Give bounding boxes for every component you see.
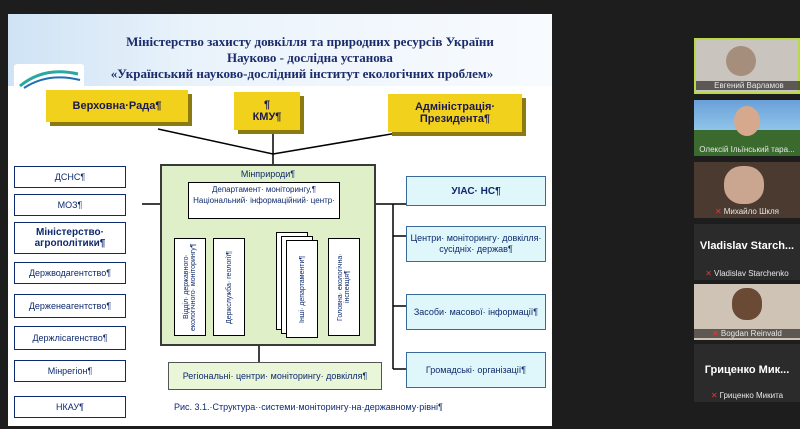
participant-name: Гриценко Микита xyxy=(719,391,784,400)
box-dsns: ДСНС¶ xyxy=(14,166,126,188)
participant-tile-2[interactable]: Олексій Ільїнський тара... xyxy=(694,100,800,156)
mic-muted-icon: ✕ xyxy=(710,391,718,400)
mic-muted-icon: ✕ xyxy=(712,329,719,338)
participant-tile-3[interactable]: ✕Михайло Шкля xyxy=(694,162,800,218)
box-moz: МОЗ¶ xyxy=(14,194,126,216)
participant-name: Bogdan Reinvald xyxy=(720,329,782,338)
minpryrody-title: Мінприроди¶ xyxy=(240,169,296,179)
box-public-organizations: Громадські· організації¶ xyxy=(406,352,546,388)
participant-tile-5[interactable]: ✕Bogdan Reinvald xyxy=(694,284,800,340)
box-kmu: ¶КМУ¶ xyxy=(234,92,300,130)
box-verkhovna-rada: Верховна·Рада¶ xyxy=(46,90,188,122)
box-energy-agency: Держенеагентство¶ xyxy=(14,294,126,318)
participant-tile-6[interactable]: Гриценко Мик... ✕Гриценко Микита xyxy=(694,344,800,402)
figure-caption: Рис. 3.1.·Структура··системи·моніторингу… xyxy=(174,402,443,412)
box-other-departments: Інші· департаменти¶ xyxy=(286,240,318,338)
mic-muted-icon: ✕ xyxy=(705,269,712,278)
box-agropolicy: Міністерство· агрополітики¶ xyxy=(14,222,126,254)
slide-title-line-3: «Український науково-дослідний інститут … xyxy=(110,66,494,81)
box-forest-agency: Держлісагенство¶ xyxy=(14,326,126,350)
avatar xyxy=(734,106,760,136)
participant-name: Михайло Шкля xyxy=(723,207,779,216)
slide-title-line-1: Міністерство захисту довкілля та природн… xyxy=(126,34,494,49)
shared-slide: Міністерство захисту довкілля та природн… xyxy=(8,14,552,426)
box-state-monitoring-division: Відділ· державного· екологічного· моніто… xyxy=(174,238,206,336)
avatar xyxy=(732,288,762,320)
box-mass-media: Засоби· масової· інформації¶ xyxy=(406,294,546,330)
slide-title-line-2: Науково - дослідна установа xyxy=(227,50,393,65)
participant-display-name: Гриценко Мик... xyxy=(704,364,790,376)
box-presidential-administration: Адміністрація·Президента¶ xyxy=(388,94,522,132)
box-uias-ns: УІАС· НС¶ xyxy=(406,176,546,206)
participant-tile-1[interactable]: Евгений Варламов xyxy=(694,38,800,94)
box-regional-centers: Регіональні· центри· моніторингу· довкіл… xyxy=(168,362,382,390)
box-monitoring-department: Департамент· моніторингу,¶ Національний·… xyxy=(188,182,340,219)
box-minregion: Мінрегіон¶ xyxy=(14,360,126,382)
participant-name: Олексій Ільїнський тара... xyxy=(699,145,795,154)
box-water-agency: Держводагентство¶ xyxy=(14,262,126,284)
participant-name: Vladislav Starchenko xyxy=(713,269,789,278)
avatar xyxy=(724,166,764,204)
box-geology-service: Держслужба· геології¶ xyxy=(213,238,245,336)
participant-name: Евгений Варламов xyxy=(696,81,800,90)
box-nkau: НКАУ¶ xyxy=(14,396,126,418)
box-neighbour-monitoring-centers: Центри· моніторингу· довкілля· сусідніх·… xyxy=(406,226,546,262)
slide-header xyxy=(8,14,552,86)
avatar xyxy=(726,46,756,76)
mic-muted-icon: ✕ xyxy=(714,207,722,216)
institute-logo xyxy=(14,64,84,90)
box-ecological-inspection: Головна· екологічна· інспекція¶ xyxy=(328,238,360,336)
participant-display-name: Vladislav Starch... xyxy=(699,240,795,252)
participant-tile-4[interactable]: Vladislav Starch... ✕Vladislav Starchenk… xyxy=(694,224,800,280)
